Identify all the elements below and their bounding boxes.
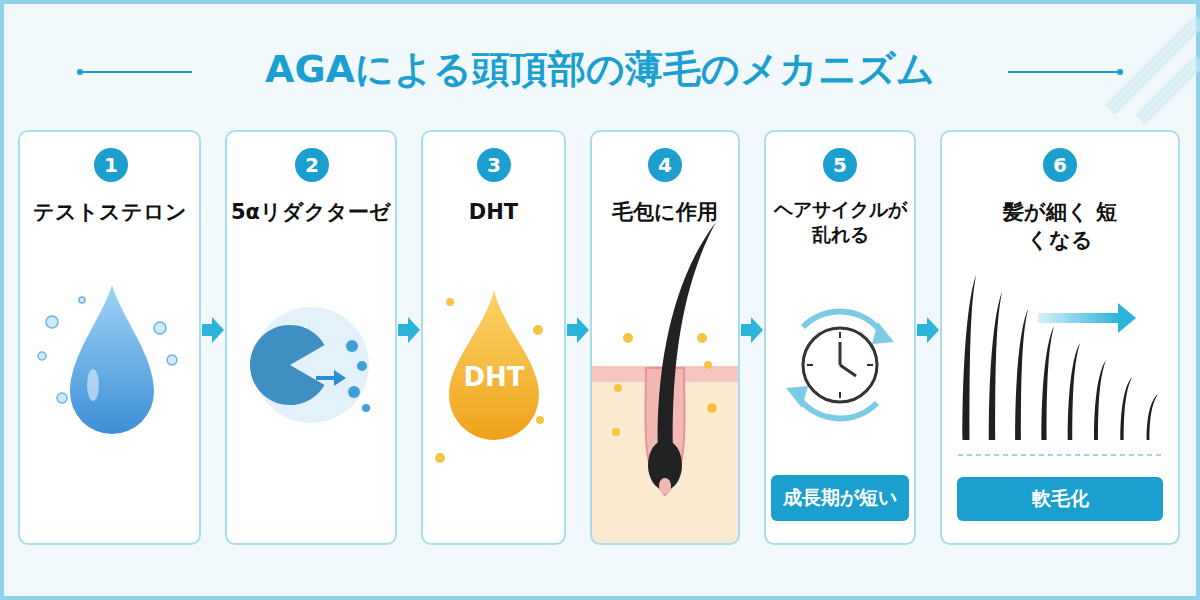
progress-arrow bbox=[1038, 303, 1136, 333]
step-number-text: 1 bbox=[104, 153, 118, 177]
testosterone-drop bbox=[38, 285, 177, 434]
step-number-text: 5 bbox=[833, 153, 847, 177]
drop-label: DHT bbox=[463, 362, 524, 392]
step-number: 3 bbox=[477, 148, 511, 182]
step-label: 髪が細く 短くなる bbox=[1000, 198, 1120, 255]
hair-strand bbox=[963, 275, 977, 440]
step-number: 4 bbox=[648, 148, 682, 182]
hair-strand bbox=[1120, 377, 1132, 440]
hair-strand bbox=[1041, 326, 1054, 440]
step-label: 5αリダクターゼ bbox=[231, 198, 391, 226]
flow-arrow bbox=[917, 317, 939, 343]
step-card: テストステロン 1 bbox=[18, 130, 201, 545]
corner-stripes bbox=[1110, 20, 1200, 120]
flow-arrow bbox=[567, 317, 589, 343]
step-number-text: 6 bbox=[1053, 153, 1067, 177]
step-number: 5 bbox=[823, 148, 857, 182]
step-number: 6 bbox=[1043, 148, 1077, 182]
step-label: テストステロン bbox=[33, 198, 187, 226]
enzyme-icon bbox=[250, 307, 370, 423]
step-label: ヘアサイクルが 乱れる bbox=[767, 198, 913, 248]
hair-strand bbox=[1094, 360, 1106, 440]
step-label: 毛包に作用 bbox=[612, 198, 718, 226]
flow-arrow bbox=[202, 317, 224, 343]
flow-arrow bbox=[398, 317, 420, 343]
badge-label: 成長期が短い bbox=[783, 485, 897, 511]
step-card: 髪が細く 短くなる 6 軟毛化 bbox=[940, 130, 1180, 545]
badge-label: 軟毛化 bbox=[1032, 486, 1089, 512]
baseline bbox=[958, 454, 1162, 456]
result-badge: 成長期が短い bbox=[771, 475, 909, 521]
step-card: DHT 3DHT bbox=[421, 130, 566, 545]
step-card: 毛包に作用 4 bbox=[590, 130, 740, 545]
step-number-text: 3 bbox=[487, 153, 501, 177]
hair-strand bbox=[1015, 309, 1028, 440]
hair-strand bbox=[1068, 343, 1080, 440]
hair-strand bbox=[989, 292, 1002, 440]
step-number-text: 2 bbox=[305, 153, 319, 177]
diagram-title: AGAによる頭頂部の薄毛のメカニズム bbox=[0, 44, 1200, 95]
step-number: 2 bbox=[295, 148, 329, 182]
thinning-hairs bbox=[963, 275, 1159, 440]
clock-cycle bbox=[786, 312, 894, 419]
step-card: ヘアサイクルが 乱れる 5 成長期が短い bbox=[764, 130, 916, 545]
hair-follicle bbox=[612, 222, 717, 495]
step-number-text: 4 bbox=[658, 153, 672, 177]
step-label: DHT bbox=[469, 198, 518, 226]
hair-strand bbox=[1147, 394, 1158, 440]
dht-drop: DHT bbox=[449, 290, 539, 440]
result-badge: 軟毛化 bbox=[957, 477, 1163, 521]
flow-arrow bbox=[741, 317, 763, 343]
step-number: 1 bbox=[94, 148, 128, 182]
step-card: 5αリダクターゼ 2 bbox=[225, 130, 397, 545]
